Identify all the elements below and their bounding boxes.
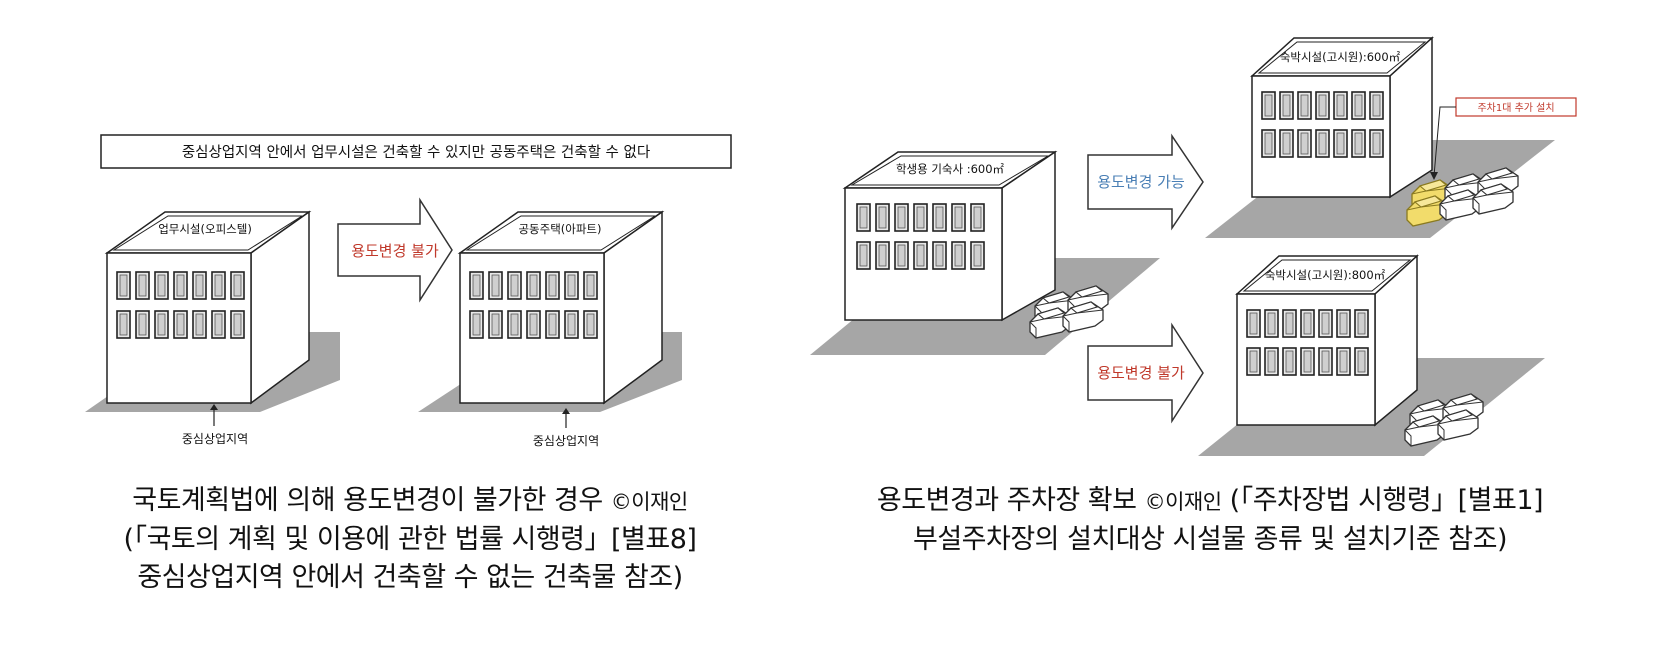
zone-label-b: 중심상업지역	[533, 408, 599, 448]
caption-right-line2: 부설주차장의 설치대상 시설물 종류 및 설치기준 참조)	[912, 524, 1508, 555]
building-dormitory: 학생용 기숙사 :600㎡	[810, 150, 1160, 355]
arrow-change-impossible-left: 용도변경 불가	[337, 197, 453, 303]
svg-text:중심상업지역: 중심상업지역	[182, 432, 248, 446]
caption-left-line3: 중심상업지역 안에서 건축할 수 없는 건축물 참조)	[137, 562, 683, 593]
svg-text:숙박시설(고시원):800㎡: 숙박시설(고시원):800㎡	[1265, 268, 1386, 282]
restriction-banner: 중심상업지역 안에서 업무시설은 건축할 수 있지만 공동주택은 건축할 수 없…	[100, 134, 732, 169]
svg-text:공동주택(아파트): 공동주택(아파트)	[518, 222, 601, 236]
building-goshiwon-600: 숙박시설(고시원):600㎡	[1205, 36, 1555, 238]
svg-text:업무시설(오피스텔): 업무시설(오피스텔)	[158, 222, 252, 236]
caption-right-line1: 용도변경과 주차장 확보 ©이재인 (「주차장법 시행령」[별표1]	[876, 485, 1544, 516]
svg-text:중심상업지역 안에서 업무시설은 건축할 수 있지만 공동주: 중심상업지역 안에서 업무시설은 건축할 수 있지만 공동주택은 건축할 수 없…	[182, 144, 650, 161]
svg-text:용도변경 불가: 용도변경 불가	[1097, 364, 1185, 382]
arrow-change-possible: 용도변경 가능	[1087, 133, 1204, 231]
credit-left: ©이재인	[610, 490, 688, 514]
svg-text:용도변경 가능: 용도변경 가능	[1097, 173, 1185, 191]
building-goshiwon-800: 숙박시설(고시원):800㎡	[1198, 254, 1545, 456]
caption-left: 국토계획법에 의해 용도변경이 불가한 경우 ©이재인 (「국토의 계획 및 이…	[40, 482, 780, 597]
parking-callout: 주차1대 추가 설치	[1430, 97, 1577, 180]
svg-text:중심상업지역: 중심상업지역	[533, 434, 599, 448]
caption-left-line2: (「국토의 계획 및 이용에 관한 법률 시행령」[별표8]	[123, 524, 697, 555]
building-office: 업무시설(오피스텔)	[85, 210, 340, 412]
caption-right: 용도변경과 주차장 확보 ©이재인 (「주차장법 시행령」[별표1] 부설주차장…	[800, 482, 1620, 559]
svg-text:숙박시설(고시원):600㎡: 숙박시설(고시원):600㎡	[1280, 50, 1401, 64]
caption-left-line1: 국토계획법에 의해 용도변경이 불가한 경우 ©이재인	[132, 485, 688, 516]
credit-right: ©이재인	[1144, 490, 1222, 514]
arrow-change-impossible-right: 용도변경 불가	[1087, 322, 1204, 424]
zone-label-a: 중심상업지역	[182, 404, 248, 446]
building-apartment: 공동주택(아파트)	[418, 210, 682, 412]
svg-text:용도변경 불가: 용도변경 불가	[351, 242, 439, 260]
svg-text:주차1대 추가 설치: 주차1대 추가 설치	[1477, 102, 1554, 114]
svg-text:학생용 기숙사 :600㎡: 학생용 기숙사 :600㎡	[896, 162, 1005, 176]
